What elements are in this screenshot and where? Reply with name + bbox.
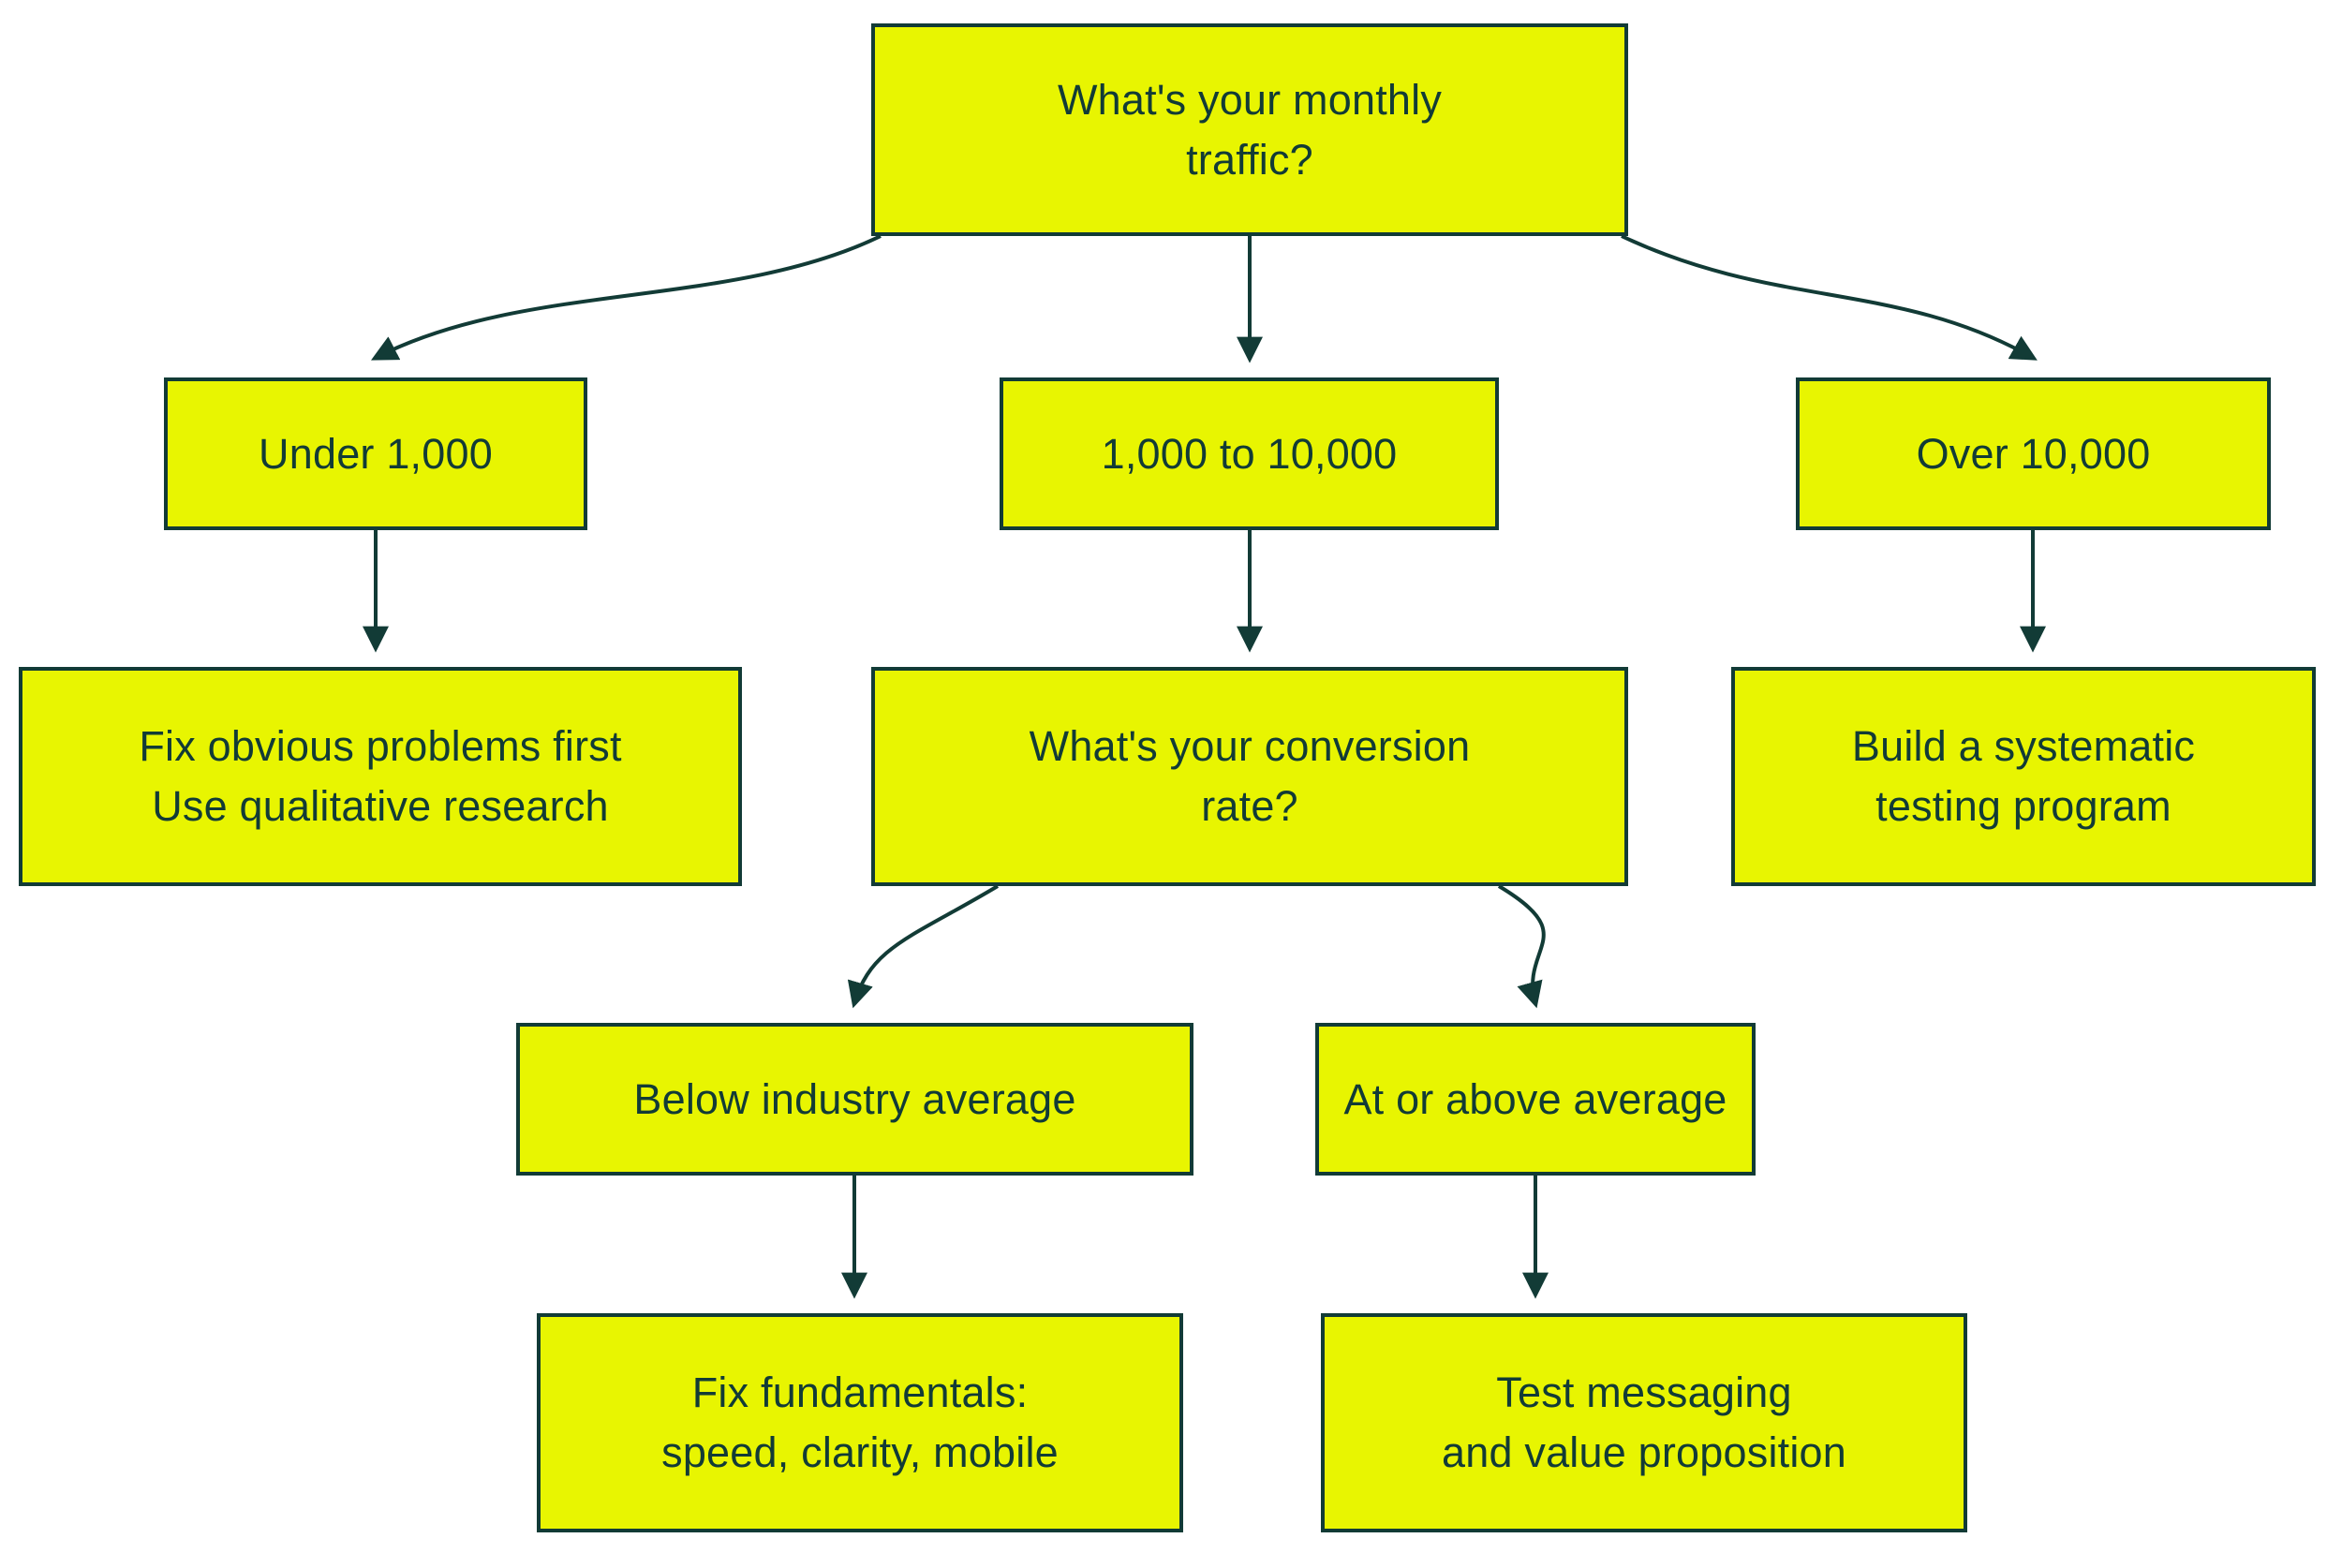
node-test-messaging[interactable]: Test messaging and value proposition [1321,1313,1967,1532]
node-conversion-rate[interactable]: What's your conversion rate? [871,667,1628,886]
edge-root-to-under-1000 [371,234,882,361]
node-under-1000[interactable]: Under 1,000 [164,377,587,530]
node-below-industry-average[interactable]: Below industry average [516,1023,1193,1176]
node-build-systematic-testing[interactable]: Build a systematic testing program [1731,667,2316,886]
node-fix-obvious-problems[interactable]: Fix obvious problems first Use qualitati… [19,667,742,886]
node-root[interactable]: What's your monthly traffic? [871,23,1628,236]
edge-conversion-rate-to-at-above-average [1497,884,1546,1009]
edge-conversion-rate-to-below-average [847,884,1000,1009]
edge-root-to-over-10000 [1621,234,2038,361]
node-over-10000[interactable]: Over 10,000 [1796,377,2271,530]
node-fix-fundamentals[interactable]: Fix fundamentals: speed, clarity, mobile [537,1313,1183,1532]
node-at-or-above-average[interactable]: At or above average [1315,1023,1756,1176]
node-1000-to-10000[interactable]: 1,000 to 10,000 [1000,377,1499,530]
